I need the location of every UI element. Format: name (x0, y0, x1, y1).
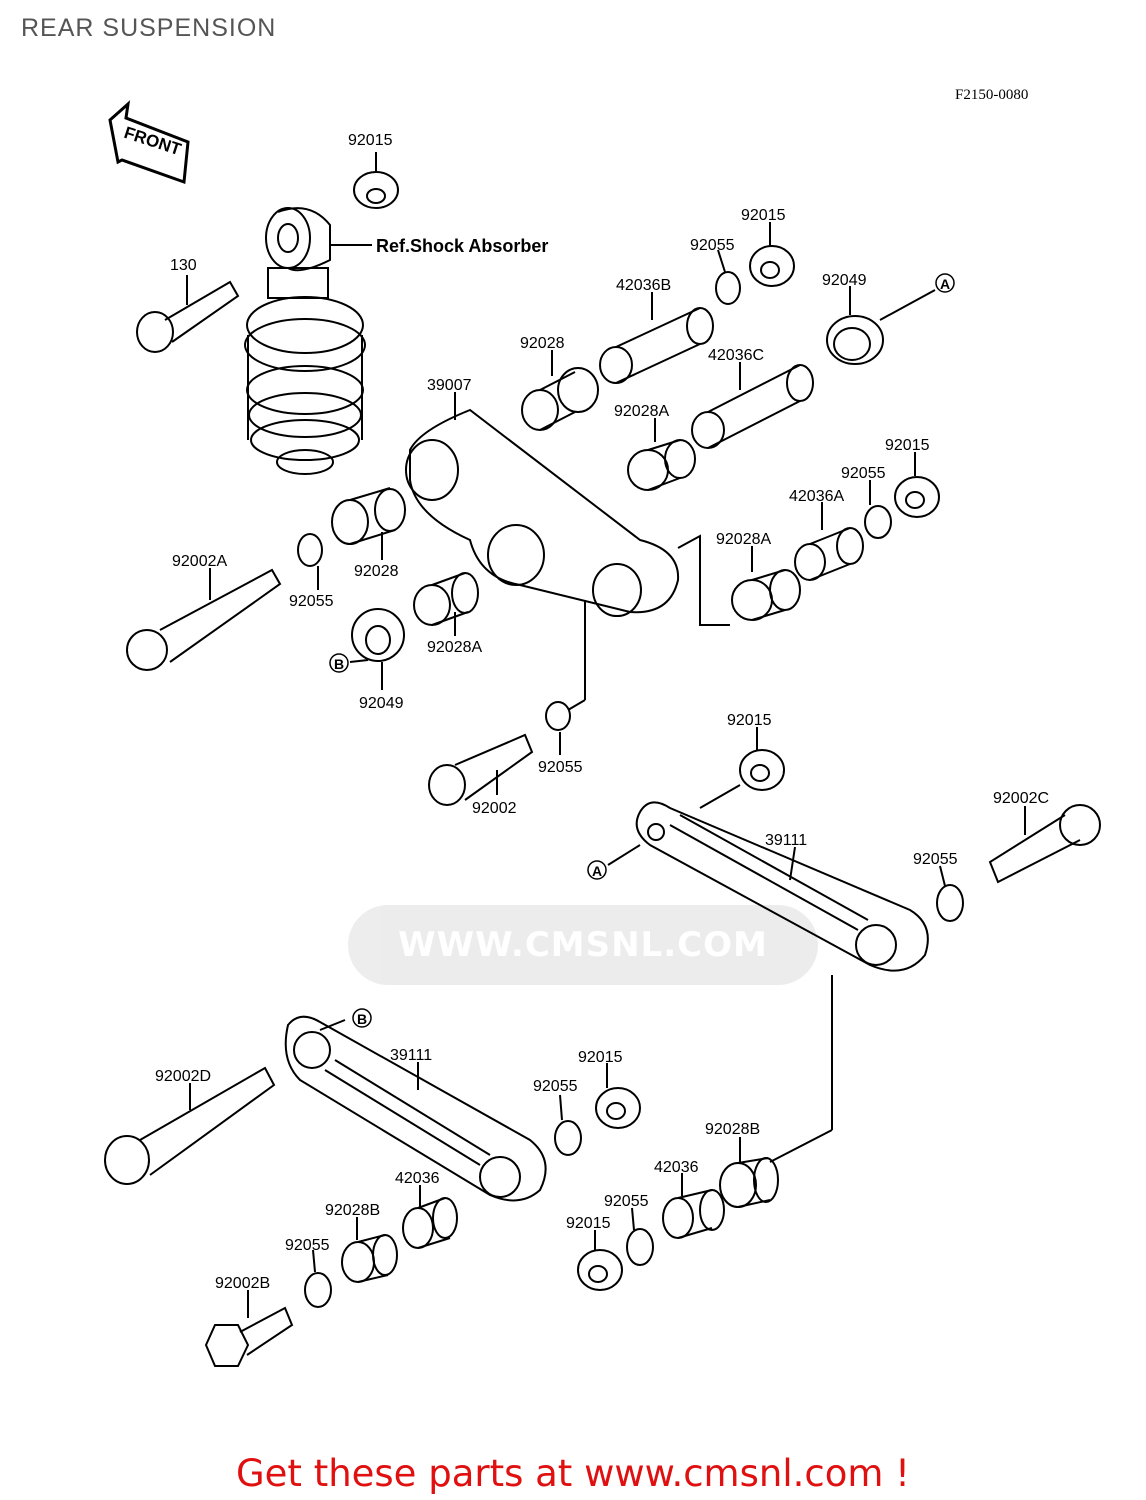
part-label: 92028A (716, 531, 771, 548)
collar-92028A-right (731, 569, 801, 621)
svg-text:B: B (357, 1011, 367, 1027)
part-label: 92055 (285, 1237, 330, 1254)
page-title: REAR SUSPENSION (21, 14, 277, 42)
bolt-130 (136, 280, 240, 353)
part-label: 92055 (604, 1193, 649, 1210)
bolt-92002A (126, 568, 282, 671)
bolt-92002C (988, 804, 1101, 884)
part-label: 92028A (614, 403, 669, 420)
part-label: 92055 (913, 851, 958, 868)
part-label: 42036A (789, 488, 844, 505)
diagram-reference: F2150-0080 (955, 87, 1029, 103)
ref-shock-absorber-label: Ref.Shock Absorber (376, 236, 548, 256)
part-label: 130 (170, 257, 197, 274)
rocker-39007 (405, 408, 680, 617)
washer-92055-right (864, 505, 892, 539)
part-label: 92055 (841, 465, 886, 482)
part-label: 42036 (395, 1170, 440, 1187)
part-label: 39111 (765, 832, 807, 849)
marker-A-link: A (587, 860, 607, 880)
washer-92055-left (297, 533, 323, 567)
part-label: 92028 (520, 335, 565, 352)
part-labels: 92015 130 92055 42036B 92049 92028 42036… (155, 132, 1049, 1292)
washer-92055-upper (715, 271, 741, 305)
part-label: 92002B (215, 1275, 270, 1292)
collar-92028B-left (341, 1234, 398, 1283)
part-label: 92002C (993, 790, 1049, 807)
nut-92015-right (894, 476, 940, 518)
bearing-92049-a (826, 315, 884, 365)
bolt-92002 (428, 733, 534, 806)
footer-cta-link[interactable]: Get these parts at www.cmsnl.com ! (235, 1452, 910, 1495)
collar-92028-left (331, 487, 406, 545)
tie-rod-39111-upper (635, 801, 929, 972)
part-label: 92015 (741, 207, 786, 224)
part-label: 92015 (727, 712, 772, 729)
bolt-92002B (204, 1306, 294, 1367)
part-label: 42036 (654, 1159, 699, 1176)
part-label: 92049 (359, 695, 404, 712)
part-label: 92015 (885, 437, 930, 454)
part-label: 92015 (578, 1049, 623, 1066)
washer-92055-mid (545, 701, 571, 731)
part-label: 92028B (705, 1121, 760, 1138)
shock-absorber (244, 207, 366, 475)
washer-92055-lower-left (304, 1272, 332, 1308)
part-label: 92002A (172, 553, 227, 570)
nut-92015-top (353, 171, 399, 209)
collar-92028A-upper (627, 439, 696, 491)
part-label: 39111 (390, 1047, 432, 1064)
marker-B-lower: B (352, 1008, 372, 1028)
bearing-92049-b (351, 608, 405, 662)
collar-92028A-left (413, 572, 479, 626)
part-label: 42036B (616, 277, 671, 294)
part-label: 42036C (708, 347, 764, 364)
sleeve-42036C (691, 364, 814, 449)
part-label: 92028A (427, 639, 482, 656)
part-label: 92049 (822, 272, 867, 289)
watermark: WWW.CMSNL.COM (348, 905, 818, 985)
tie-rod-39111-lower (284, 1015, 547, 1202)
nut-92015-lower (595, 1087, 641, 1129)
nut-92015-link (739, 749, 785, 791)
part-label: 92055 (289, 593, 334, 610)
washer-92055-lower (554, 1120, 582, 1156)
part-label: 92055 (533, 1078, 578, 1095)
part-label: 92028 (354, 563, 399, 580)
sleeve-42036A (794, 527, 864, 581)
sleeve-42036-right (662, 1189, 725, 1239)
part-label: 92028B (325, 1202, 380, 1219)
part-label: 92002 (472, 800, 517, 817)
part-label: 92055 (538, 759, 583, 776)
part-label: 92055 (690, 237, 735, 254)
svg-text:B: B (334, 656, 344, 672)
washer-92055-lower-right (626, 1228, 654, 1266)
part-label: 92015 (348, 132, 393, 149)
washer-92055-link (936, 884, 964, 922)
svg-text:A: A (940, 276, 950, 292)
svg-text:A: A (592, 863, 602, 879)
part-label: 92015 (566, 1215, 611, 1232)
nut-92015-lower-right (577, 1249, 623, 1291)
nut-92015-upper (749, 245, 795, 287)
bolt-92002D (104, 1066, 276, 1185)
part-label: 39007 (427, 377, 472, 394)
front-arrow-icon: FRONT (108, 100, 190, 185)
collar-92028-upper (521, 367, 599, 431)
sleeve-42036-left (402, 1197, 458, 1249)
sleeve-42036B (599, 307, 714, 384)
marker-B-left: B (329, 653, 349, 673)
part-label: 92002D (155, 1068, 211, 1085)
marker-A-upper: A (935, 273, 955, 293)
collar-92028B-right (719, 1157, 779, 1208)
